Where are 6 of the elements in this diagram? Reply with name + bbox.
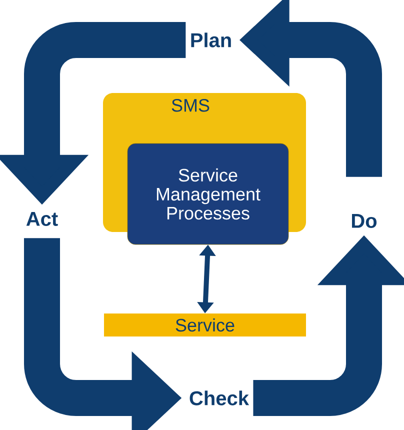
step-label: Act [26, 212, 58, 226]
step-label: Plan [191, 32, 231, 48]
service-bar: Service [104, 314, 306, 336]
process-box: Service Management Processes [127, 143, 289, 245]
step-label: Do [352, 214, 377, 228]
step-label: Check [190, 390, 250, 406]
